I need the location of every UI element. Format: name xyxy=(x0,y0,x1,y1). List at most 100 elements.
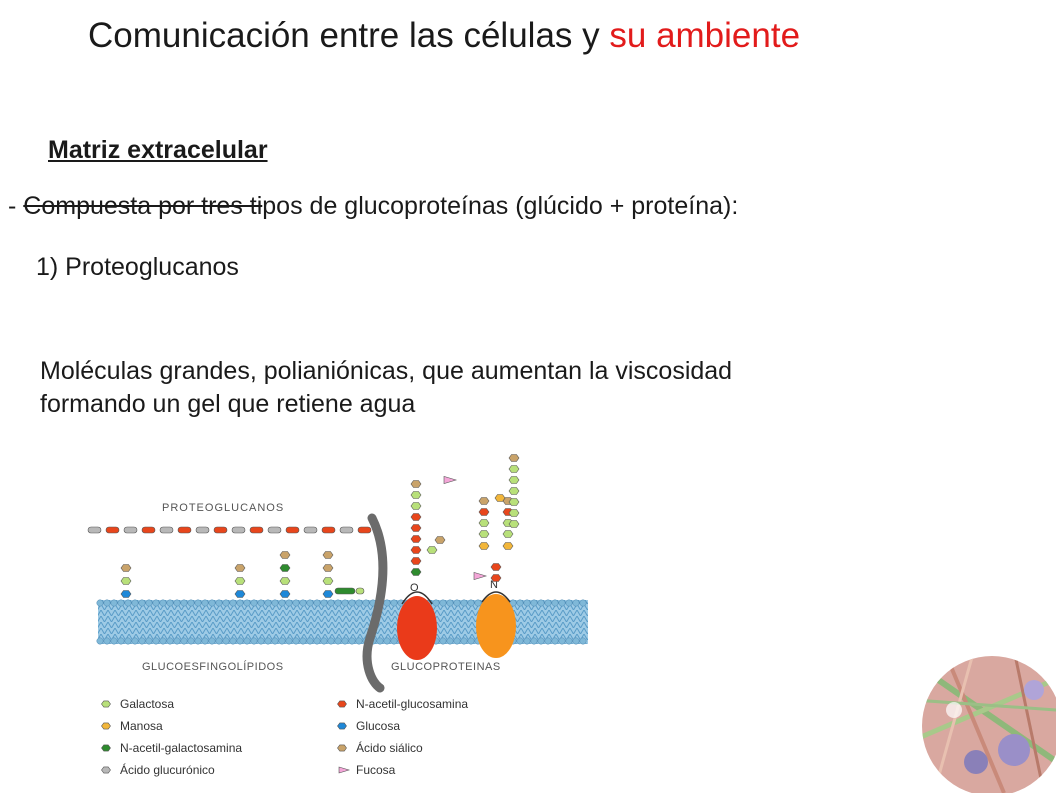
lipid-head xyxy=(432,599,440,607)
lipid-head xyxy=(292,599,300,607)
legend-label: Ácido siálico xyxy=(356,740,423,755)
lipid-head xyxy=(474,599,482,607)
label-o-glycan: O xyxy=(410,582,419,594)
lipid-head xyxy=(187,599,195,607)
lipid-head xyxy=(327,637,335,645)
legend-label: N-acetil-galactosamina xyxy=(120,741,242,755)
lipid-head xyxy=(271,599,279,607)
label-n-glycan: N xyxy=(490,579,498,591)
sugar-unit xyxy=(508,509,520,517)
lipid-head xyxy=(96,637,104,645)
sugar-unit xyxy=(490,574,502,582)
lipid-head xyxy=(397,599,405,607)
legend-label: Manosa xyxy=(120,719,163,733)
lipid-head xyxy=(334,637,342,645)
sugar-unit xyxy=(478,497,490,505)
lipid-head xyxy=(96,599,104,607)
sugar-unit xyxy=(334,587,356,595)
lipid-head xyxy=(229,637,237,645)
lipid-head xyxy=(460,599,468,607)
sugar-unit xyxy=(279,590,291,598)
sugar-unit xyxy=(508,487,520,495)
sugar-unit xyxy=(508,454,520,462)
lipid-head xyxy=(131,599,139,607)
description-line-2: formando un gel que retiene agua xyxy=(40,390,416,418)
lipid-head xyxy=(271,637,279,645)
lipid-head xyxy=(516,637,524,645)
lipid-head xyxy=(355,637,363,645)
sugar-unit xyxy=(322,577,334,585)
legend-swatch xyxy=(337,722,347,730)
lipid-head xyxy=(131,637,139,645)
sugar-unit xyxy=(234,590,246,598)
lipid-head xyxy=(250,599,258,607)
label-glucoproteinas: GLUCOPROTEINAS xyxy=(391,661,501,673)
sugar-unit xyxy=(87,526,102,534)
sugar-unit xyxy=(234,564,246,572)
sugar-unit xyxy=(141,526,156,534)
sugar-unit xyxy=(426,546,438,554)
lipid-head xyxy=(313,637,321,645)
sugar-unit xyxy=(478,542,490,550)
sugar-unit xyxy=(410,557,422,565)
lipid-head xyxy=(208,599,216,607)
fucose-unit xyxy=(473,571,488,581)
lipid-head xyxy=(362,599,370,607)
lipid-head xyxy=(173,637,181,645)
lipid-head xyxy=(320,637,328,645)
lipid-head xyxy=(145,637,153,645)
glycoprotein-orange xyxy=(476,594,516,658)
lipid-head xyxy=(264,599,272,607)
lipid-head xyxy=(390,637,398,645)
sugar-unit xyxy=(231,526,246,534)
legend-swatch xyxy=(101,700,111,708)
lipid-head xyxy=(334,599,342,607)
lipid-head xyxy=(173,599,181,607)
lipid-head xyxy=(138,637,146,645)
lipid-head xyxy=(194,637,202,645)
proteoglycan-rod xyxy=(362,513,388,693)
lipid-head xyxy=(390,599,398,607)
bullet-text: - Compuesta por tres tipos de glucoprote… xyxy=(8,192,738,221)
lipid-head xyxy=(544,637,552,645)
sugar-unit xyxy=(322,590,334,598)
lipid-head xyxy=(299,599,307,607)
legend-swatch xyxy=(337,700,347,708)
lipid-head xyxy=(180,637,188,645)
sugar-unit xyxy=(478,519,490,527)
description: Moléculas grandes, polianiónicas, que au… xyxy=(40,355,1040,421)
lipid-head xyxy=(103,599,111,607)
lipid-head xyxy=(537,637,545,645)
bullet-struck-text: Compuesta por tres ti xyxy=(23,192,263,220)
lipid-head xyxy=(124,599,132,607)
bullet-rest-text: pos de glucoproteínas (glúcido + proteín… xyxy=(262,192,739,220)
lipid-head xyxy=(341,599,349,607)
lipid-head xyxy=(159,637,167,645)
sugar-unit xyxy=(434,536,446,544)
sugar-unit xyxy=(177,526,192,534)
lipid-head xyxy=(320,599,328,607)
lipid-head xyxy=(453,599,461,607)
legend-label: N-acetil-glucosamina xyxy=(356,697,468,711)
lipid-head xyxy=(376,637,384,645)
lipid-head xyxy=(152,599,160,607)
lipid-head xyxy=(348,637,356,645)
lipid-head xyxy=(166,637,174,645)
lipid-head xyxy=(551,599,559,607)
lipid-head xyxy=(229,599,237,607)
sugar-unit xyxy=(213,526,228,534)
lipid-head xyxy=(537,599,545,607)
sugar-unit xyxy=(410,524,422,532)
section-heading: Matriz extracelular xyxy=(48,136,268,164)
sugar-unit xyxy=(159,526,174,534)
sugar-unit xyxy=(508,498,520,506)
lipid-head xyxy=(285,599,293,607)
legend-label: Ácido glucurónico xyxy=(120,762,215,777)
legend-swatch xyxy=(101,722,111,730)
lipid-head xyxy=(551,637,559,645)
extracellular-matrix-image xyxy=(922,656,1056,793)
lipid-head xyxy=(292,637,300,645)
lipid-head xyxy=(138,599,146,607)
lipid-head xyxy=(236,599,244,607)
sugar-unit xyxy=(120,577,132,585)
